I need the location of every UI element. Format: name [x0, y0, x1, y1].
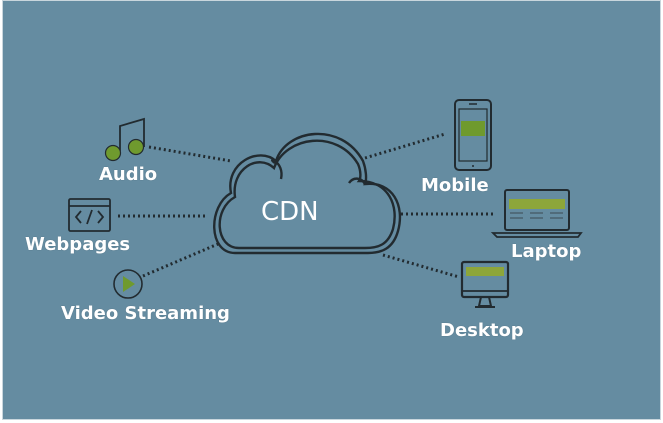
- connector-desktop: [382, 253, 460, 279]
- mobile-label: Mobile: [421, 175, 489, 196]
- code-window-icon: [68, 198, 111, 232]
- cdn-label: CDN: [261, 197, 319, 227]
- desktop-icon: [460, 260, 510, 308]
- diagram-canvas: [68, 99, 583, 308]
- connector-video: [142, 242, 219, 278]
- mobile-icon: [454, 99, 492, 171]
- play-icon: [113, 269, 143, 299]
- audio-label: Audio: [99, 164, 158, 185]
- connector-audio: [148, 145, 232, 163]
- laptop-label: Laptop: [511, 241, 582, 262]
- video-streaming-label: Video Streaming: [61, 303, 230, 324]
- cloud-icon: [213, 132, 402, 255]
- desktop-label: Desktop: [440, 320, 524, 341]
- music-note-icon: [104, 117, 145, 162]
- laptop-icon: [490, 189, 583, 238]
- connector-mobile: [364, 132, 446, 160]
- webpages-label: Webpages: [25, 234, 131, 255]
